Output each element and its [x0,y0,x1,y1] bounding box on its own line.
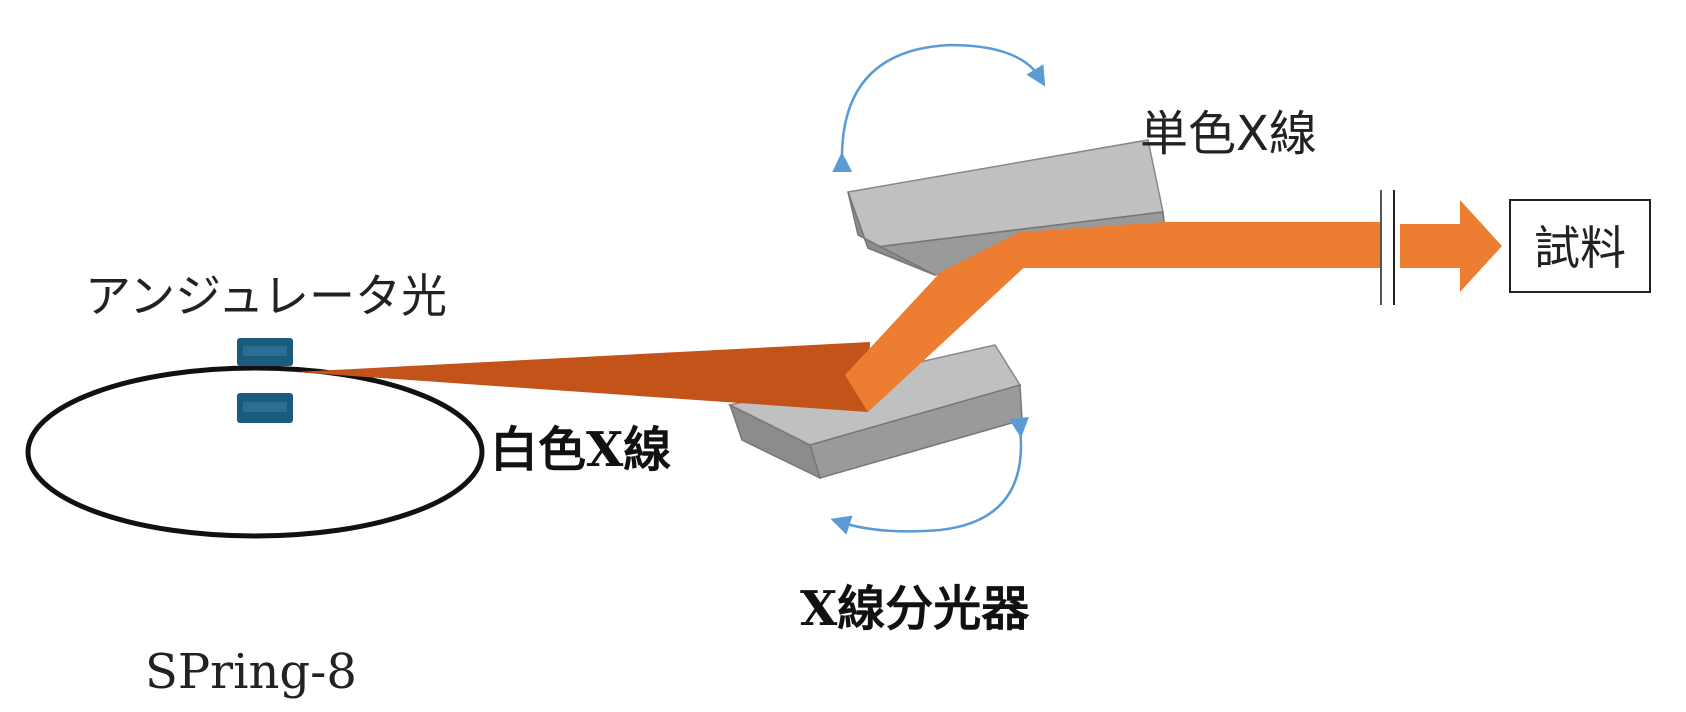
reflected-beam [845,262,1030,412]
storage-ring [25,365,485,539]
undulator-light-label: アンジュレータ光 [85,269,447,323]
monochromator-label: X線分光器 [800,581,1030,637]
rotation-arrow-icon [830,416,1029,535]
sample-label: 試料 [1534,221,1626,275]
white-xray-beam [295,342,870,412]
sample-box [1509,199,1651,293]
beam-arrow [1400,200,1502,292]
mono-xray-label: 単色X線 [1140,106,1317,162]
white-xray-label: 白色X線 [490,422,671,478]
facility-label: SPring-8 [145,644,357,700]
undulator [237,338,293,423]
mono-xray-beam [935,222,1382,275]
rotation-arrow-icon [832,43,1046,173]
